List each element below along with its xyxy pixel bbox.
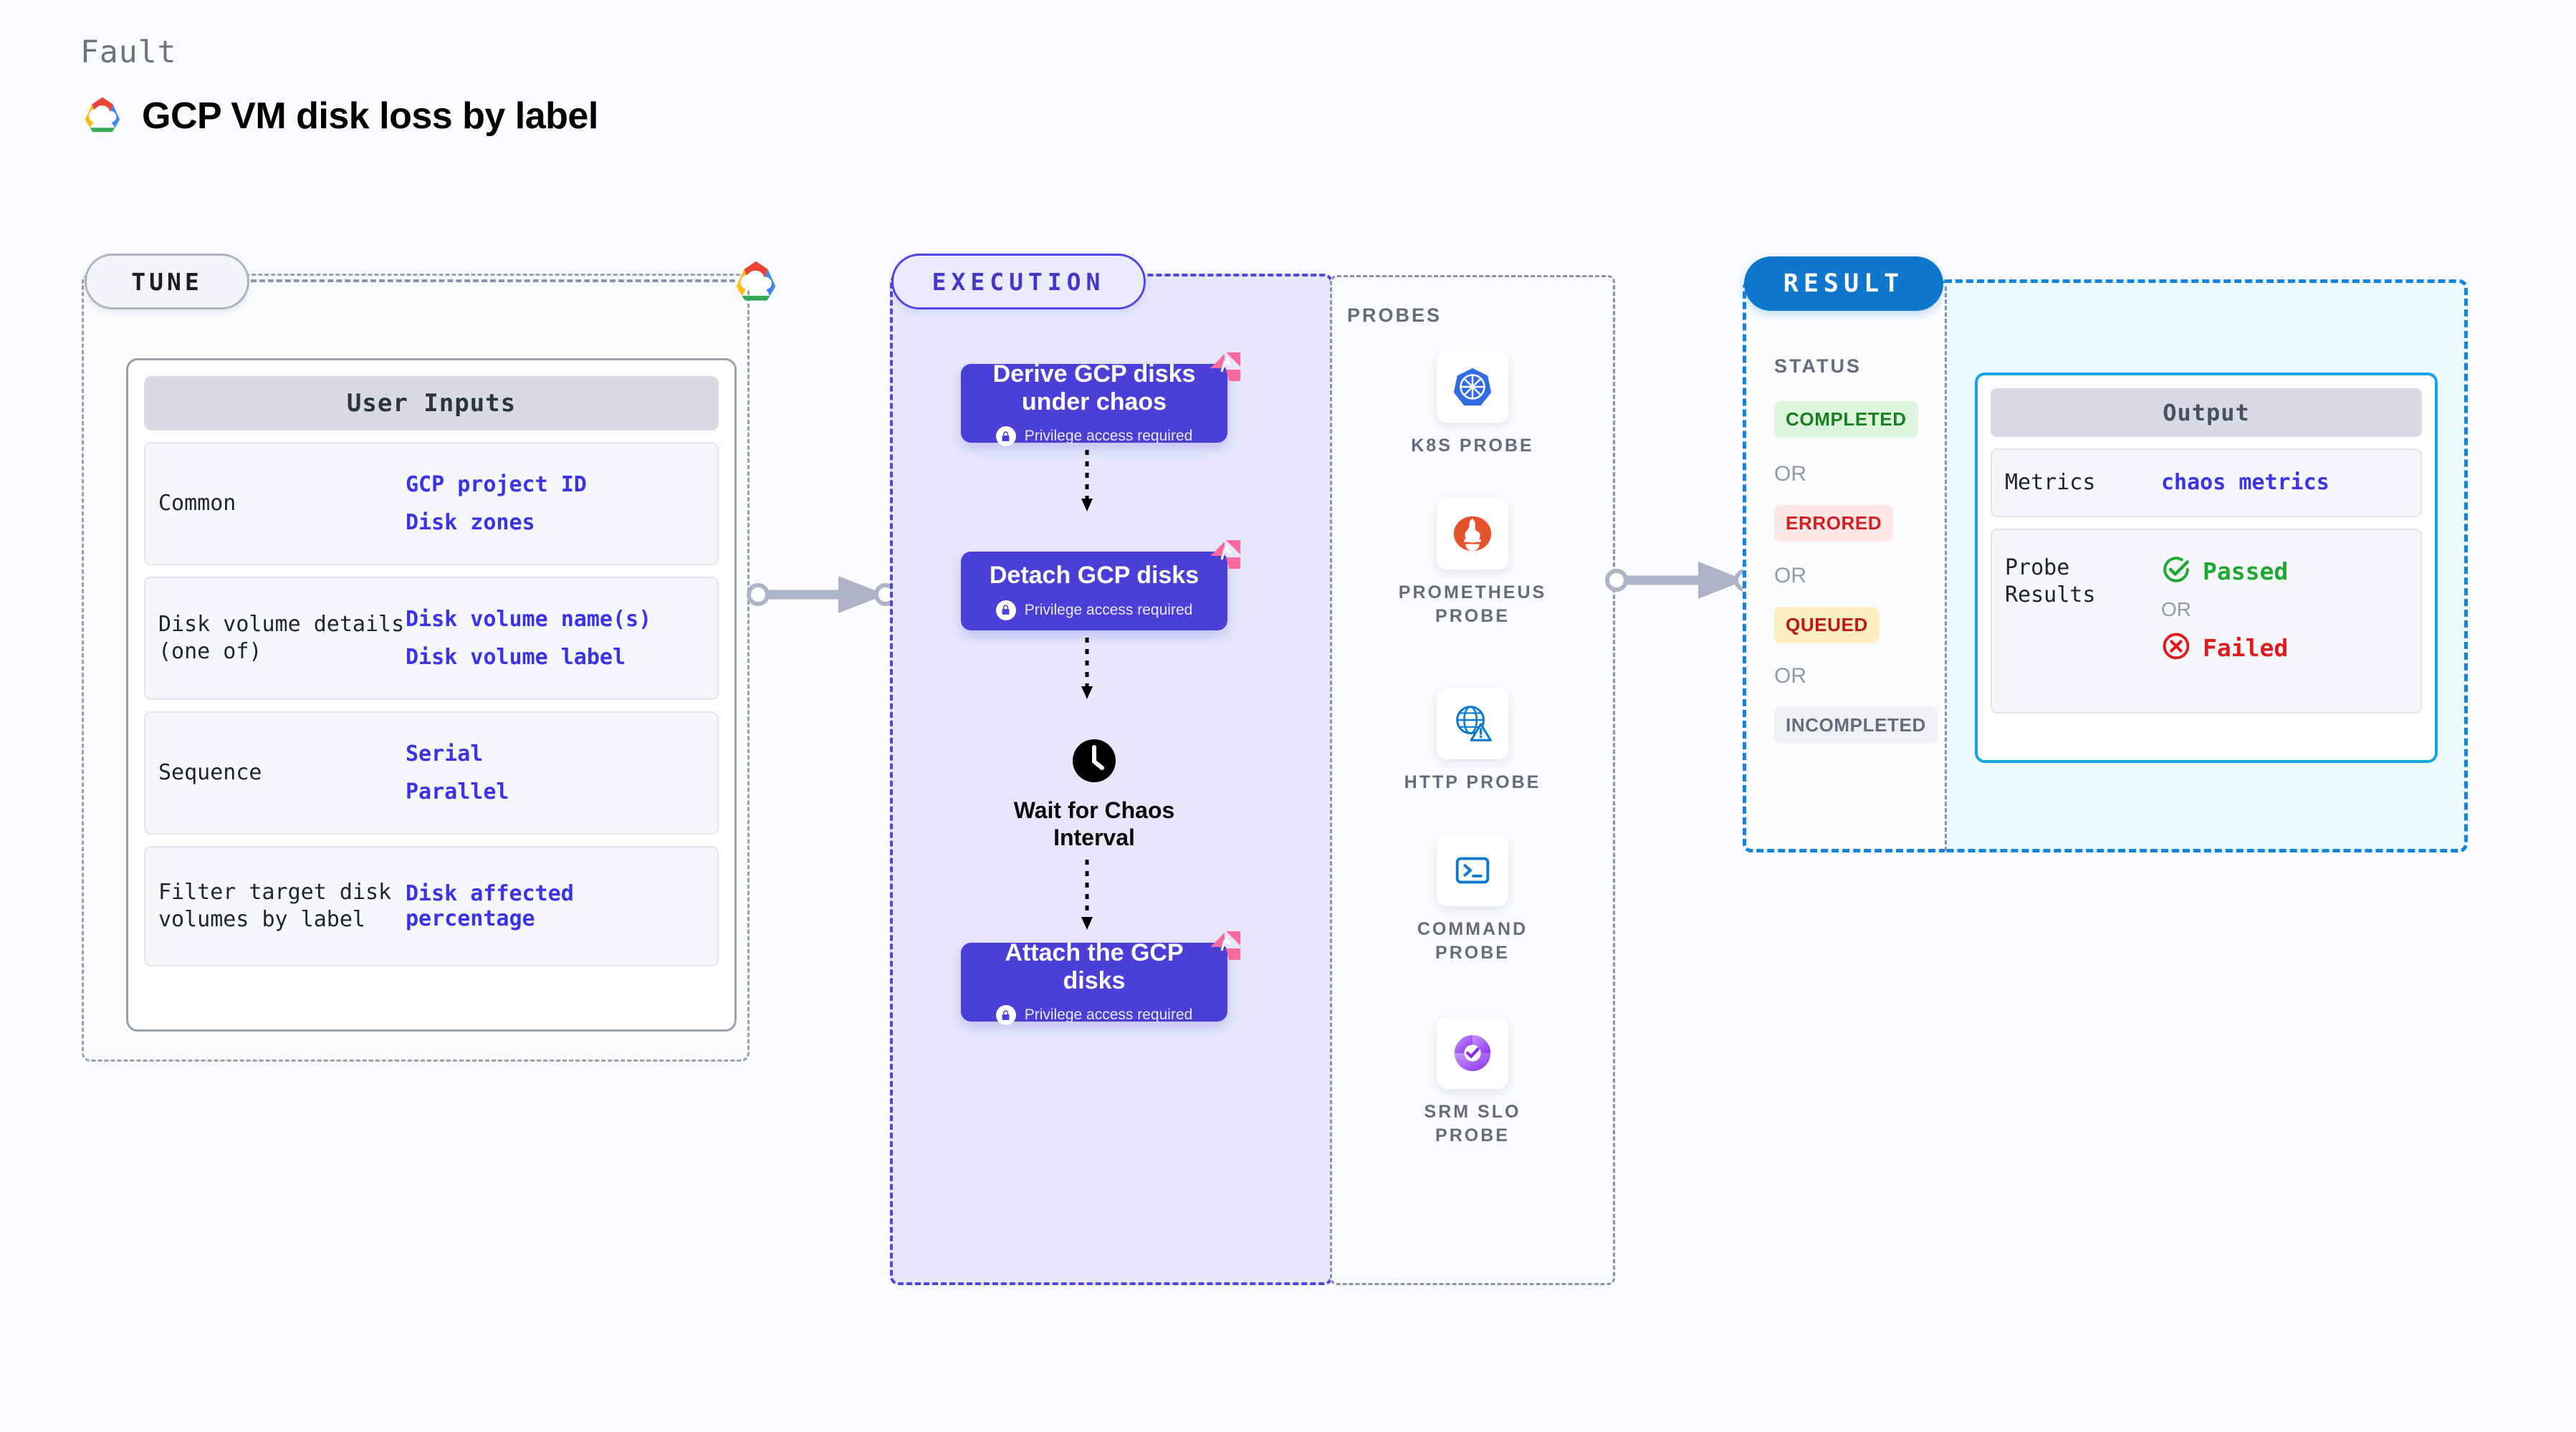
lock-icon bbox=[995, 426, 1016, 447]
output-row-key: Probe Results bbox=[2005, 555, 2096, 608]
tune-row-value[interactable]: Serial bbox=[406, 741, 484, 767]
passed-label: Passed bbox=[2203, 557, 2289, 585]
status-badge-incompleted: INCOMPLETED bbox=[1774, 707, 1938, 744]
gcp-cloud-logo-icon bbox=[80, 92, 125, 140]
status-badge-errored: ERRORED bbox=[1774, 505, 1894, 542]
probe-k8s[interactable]: K8S PROBE bbox=[1387, 351, 1558, 458]
output-row-probe-results: Probe Results Passed OR bbox=[1991, 529, 2422, 713]
tune-row-value[interactable]: Parallel bbox=[406, 779, 509, 804]
tune-row-key: Filter target disk volumes by label bbox=[158, 879, 392, 932]
step-title: Detach GCP disks bbox=[989, 562, 1200, 590]
result-status-panel bbox=[1743, 279, 1945, 852]
wait-label: Wait for Chaos Interval bbox=[1013, 797, 1175, 850]
tune-row-sequence: Sequence Serial Parallel bbox=[144, 711, 719, 835]
execution-step-derive-gcp-disks[interactable]: Derive GCP disks under chaos Privilege a… bbox=[961, 352, 1240, 447]
probe-http[interactable]: HTTP PROBE bbox=[1387, 688, 1558, 794]
status-badge-queued: QUEUED bbox=[1774, 607, 1880, 643]
result-label-pill: RESULT bbox=[1744, 256, 1943, 311]
result-panel-divider bbox=[1945, 287, 1947, 851]
execution-to-result-arrow bbox=[1604, 552, 1757, 609]
step-privilege-note: Privilege access required bbox=[995, 426, 1193, 447]
tune-row-value[interactable]: GCP project ID bbox=[406, 471, 587, 497]
failed-label: Failed bbox=[2203, 634, 2289, 662]
terminal-icon bbox=[1437, 835, 1508, 906]
privilege-text: Privilege access required bbox=[1024, 601, 1193, 618]
tune-row-value[interactable]: Disk zones bbox=[406, 510, 535, 535]
probe-srm-slo[interactable]: SRM SLO PROBE bbox=[1387, 1017, 1558, 1147]
probe-result-or: OR bbox=[2161, 598, 2191, 620]
prometheus-icon bbox=[1437, 498, 1508, 570]
execution-step-attach-gcp-disks[interactable]: Attach the GCP disks Privilege access re… bbox=[961, 931, 1240, 1026]
step-privilege-note: Privilege access required bbox=[995, 1005, 1193, 1026]
srm-slo-icon bbox=[1437, 1017, 1508, 1089]
execution-step-detach-gcp-disks[interactable]: Detach GCP disks Privilege access requir… bbox=[961, 540, 1240, 630]
flow-arrow-1 bbox=[1078, 450, 1096, 516]
status-or-1: OR bbox=[1774, 462, 1806, 486]
kubernetes-icon bbox=[1437, 351, 1508, 423]
execution-label: EXECUTION bbox=[932, 267, 1106, 296]
tune-row-filter-target: Filter target disk volumes by label Disk… bbox=[144, 846, 719, 966]
probe-result-passed: Passed bbox=[2161, 554, 2288, 588]
status-or-2: OR bbox=[1774, 564, 1806, 587]
tune-row-key: Disk volume details (one of) bbox=[158, 611, 405, 664]
execution-step-wait-for-chaos-interval: Wait for Chaos Interval bbox=[987, 738, 1202, 852]
probe-result-failed: Failed bbox=[2161, 631, 2288, 665]
probe-label: COMMAND PROBE bbox=[1417, 919, 1528, 963]
tune-to-execution-arrow bbox=[745, 566, 897, 623]
tune-label: TUNE bbox=[131, 267, 203, 296]
tune-row-key: Sequence bbox=[158, 759, 262, 785]
probes-section-label: PROBES bbox=[1347, 304, 1442, 326]
execution-label-pill: EXECUTION bbox=[891, 254, 1146, 309]
step-privilege-note: Privilege access required bbox=[995, 600, 1193, 620]
x-circle-icon bbox=[2161, 631, 2191, 665]
output-title: Output bbox=[1991, 388, 2422, 437]
tune-row-value[interactable]: Disk volume name(s) bbox=[406, 606, 652, 632]
probe-prometheus[interactable]: PROMETHEUS PROBE bbox=[1387, 498, 1558, 628]
probe-label: K8S PROBE bbox=[1411, 436, 1534, 456]
tune-row-key: Common bbox=[158, 490, 236, 516]
privilege-text: Privilege access required bbox=[1024, 428, 1193, 445]
chaos-ribbon-icon bbox=[1207, 350, 1243, 386]
check-circle-icon bbox=[2161, 554, 2191, 588]
probe-label: SRM SLO PROBE bbox=[1424, 1102, 1521, 1145]
tune-header-connector bbox=[251, 279, 735, 282]
result-label: RESULT bbox=[1783, 269, 1905, 298]
status-or-3: OR bbox=[1774, 664, 1806, 688]
lock-icon bbox=[995, 1005, 1016, 1026]
flow-arrow-3 bbox=[1078, 860, 1096, 935]
page-header: GCP VM disk loss by label bbox=[80, 92, 598, 140]
status-section-label: STATUS bbox=[1774, 355, 1862, 377]
clock-icon bbox=[1071, 738, 1117, 787]
tune-row-value[interactable]: Disk affected percentage bbox=[406, 880, 574, 931]
probe-command[interactable]: COMMAND PROBE bbox=[1387, 835, 1558, 964]
tune-provider-gcp-icon bbox=[731, 255, 781, 309]
user-inputs-card: User Inputs Common GCP project ID Disk z… bbox=[126, 358, 737, 1032]
output-row-value[interactable]: chaos metrics bbox=[2161, 470, 2330, 496]
output-row-metrics: Metrics chaos metrics bbox=[1991, 448, 2422, 517]
tune-row-disk-volume-details: Disk volume details (one of) Disk volume… bbox=[144, 577, 719, 700]
flow-arrow-2 bbox=[1078, 638, 1096, 704]
probes-panel bbox=[1330, 275, 1615, 1285]
tune-row-value[interactable]: Disk volume label bbox=[406, 645, 626, 670]
page-title: GCP VM disk loss by label bbox=[142, 95, 598, 137]
step-title: Attach the GCP disks bbox=[1005, 938, 1184, 994]
probe-label: HTTP PROBE bbox=[1404, 772, 1541, 792]
output-row-key: Metrics bbox=[2005, 469, 2096, 495]
chaos-ribbon-icon bbox=[1207, 537, 1243, 574]
chaos-ribbon-icon bbox=[1207, 928, 1243, 965]
http-globe-icon bbox=[1437, 688, 1508, 759]
page-kicker: Fault bbox=[80, 34, 177, 70]
privilege-text: Privilege access required bbox=[1024, 1006, 1193, 1024]
output-card: Output Metrics chaos metrics Probe Resul… bbox=[1975, 373, 2438, 763]
tune-row-common: Common GCP project ID Disk zones bbox=[144, 442, 719, 565]
user-inputs-title: User Inputs bbox=[144, 376, 719, 431]
tune-label-pill: TUNE bbox=[85, 254, 249, 309]
status-badge-completed: COMPLETED bbox=[1774, 401, 1918, 438]
lock-icon bbox=[995, 600, 1016, 620]
probe-label: PROMETHEUS PROBE bbox=[1398, 582, 1547, 626]
step-title: Derive GCP disks under chaos bbox=[992, 360, 1196, 415]
